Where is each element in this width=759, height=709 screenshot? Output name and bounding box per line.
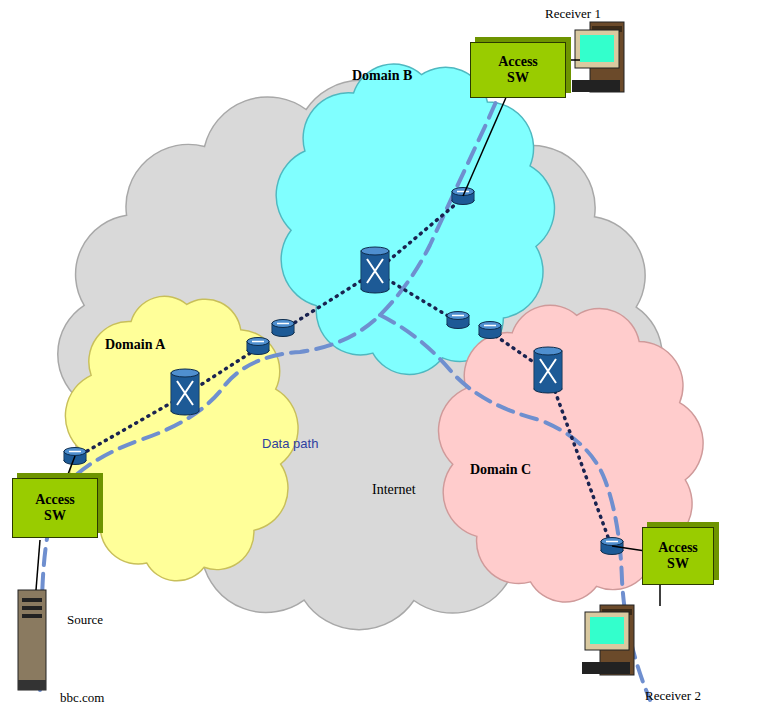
router-icon [447, 312, 469, 329]
receiver-label: Receiver 1 [545, 6, 601, 22]
access-link [612, 546, 642, 551]
source-server [18, 590, 46, 690]
domain-label: Domain A [105, 337, 165, 353]
hostname-label: bbc.com [60, 690, 104, 706]
receiver-1-drop [568, 59, 580, 61]
domain-label: Domain C [470, 462, 531, 478]
routers [64, 188, 623, 555]
core-switch-icon [534, 347, 562, 393]
router-icon [601, 538, 623, 555]
cloud-shape [276, 64, 554, 374]
router-icon [452, 188, 474, 205]
domain-label: Domain B [352, 68, 412, 84]
router-icon [64, 448, 86, 465]
cloud-shape [58, 80, 662, 629]
core-switch-icon [361, 247, 389, 293]
data-path [40, 58, 650, 700]
access-switch-box: Access SW [470, 42, 566, 98]
switch-label: Access SW [650, 540, 706, 572]
access-link [67, 456, 75, 478]
source-drop [36, 540, 40, 590]
domain-label: Internet [372, 482, 416, 498]
switch-label: Access SW [27, 492, 83, 524]
receiver-label: Receiver 2 [645, 688, 701, 704]
receiver-2-drop [659, 585, 661, 606]
internet-cloud: Internet Domain B Domain A Domain C [20, 45, 700, 665]
router-icon [479, 322, 501, 339]
router-icon [247, 338, 269, 355]
cloud-outline [20, 45, 710, 675]
access-link [463, 98, 506, 196]
access-switch-box: Access SW [12, 478, 98, 538]
data-path-label: Data path [262, 436, 318, 451]
router-links [75, 198, 612, 548]
source-label: Source [67, 612, 103, 628]
access-switch-box: Access SW [642, 527, 714, 585]
receiver-1-computer [572, 22, 624, 92]
switch-label: Access SW [490, 54, 546, 86]
core-switch-icon [171, 369, 199, 415]
receiver-2-computer [582, 605, 634, 675]
router-icon [272, 320, 294, 337]
